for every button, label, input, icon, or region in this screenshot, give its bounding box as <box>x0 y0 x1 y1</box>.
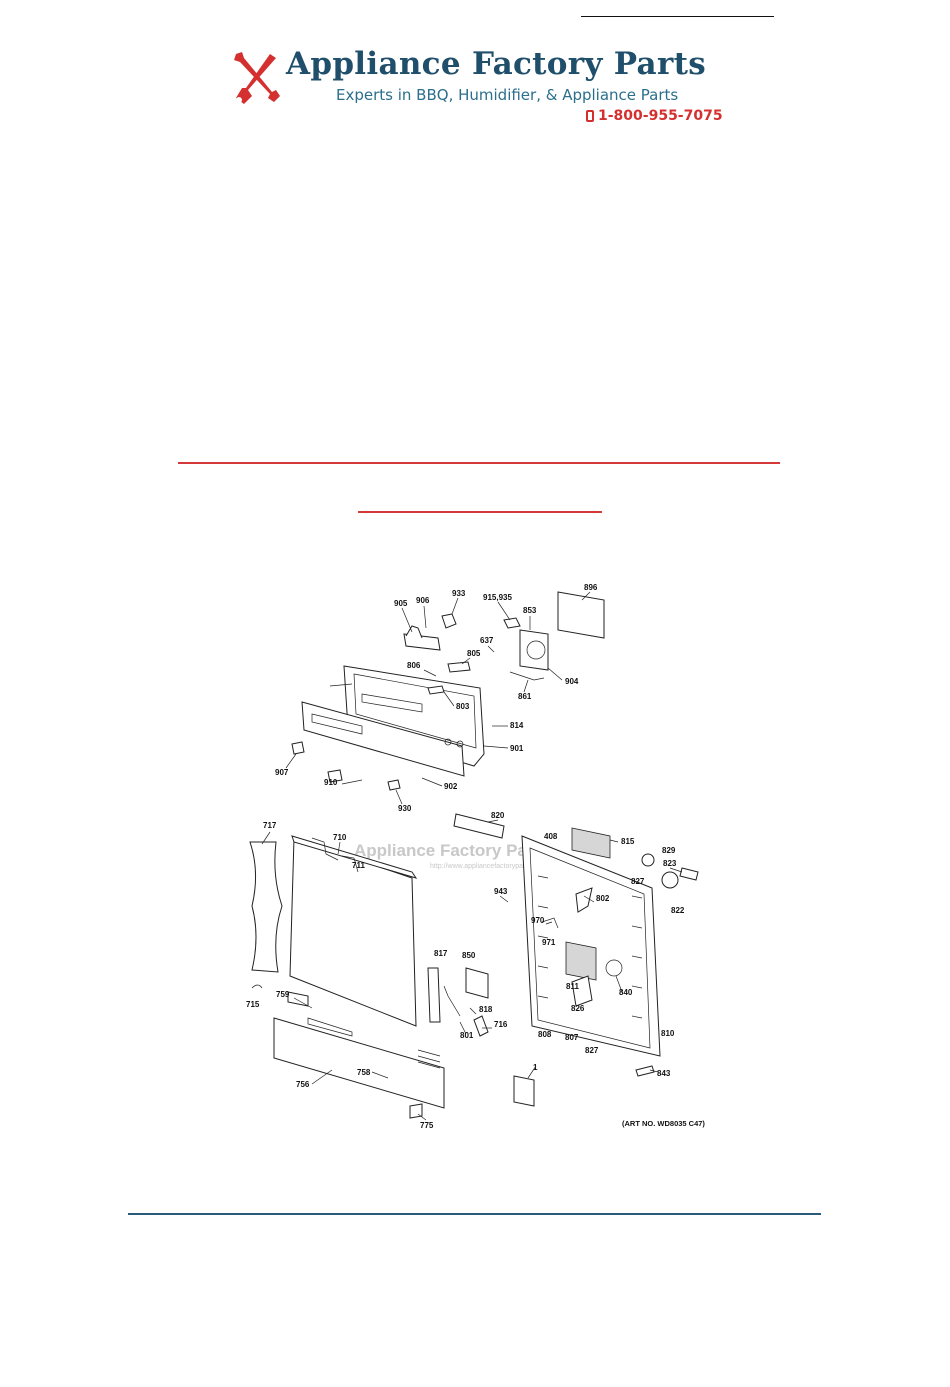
callout-756: 756 <box>296 1080 310 1089</box>
callout-814: 814 <box>510 721 524 730</box>
callout-896: 896 <box>584 583 598 592</box>
callout-808: 808 <box>538 1030 552 1039</box>
callout-853: 853 <box>523 606 537 615</box>
callout-971: 971 <box>542 938 556 947</box>
inner-door-liner <box>453 813 699 1107</box>
callout-803: 803 <box>456 702 470 711</box>
callout-826: 826 <box>571 1004 585 1013</box>
phone-contact[interactable]: 1-800-955-7075 <box>586 108 723 124</box>
callout-1: 1 <box>533 1063 538 1072</box>
art-number: (ART NO. WD8035 C47) <box>622 1119 705 1128</box>
callout-775: 775 <box>420 1121 434 1130</box>
wrench-screwdriver-icon <box>234 52 280 104</box>
callout-905: 905 <box>394 599 408 608</box>
callout-807: 807 <box>565 1033 579 1042</box>
callout-827: 827 <box>631 877 645 886</box>
callout-717: 717 <box>263 821 277 830</box>
exploded-parts-diagram: Appliance Factory Parts http://www.appli… <box>212 576 718 1132</box>
callout-829: 829 <box>662 846 676 855</box>
callout-904: 904 <box>565 677 579 686</box>
callout-802: 802 <box>596 894 610 903</box>
phone-number: 1-800-955-7075 <box>598 108 723 124</box>
callout-840: 840 <box>619 988 633 997</box>
brand-logo[interactable]: Appliance Factory Parts Experts in BBQ, … <box>226 44 736 128</box>
callout-970: 970 <box>531 916 545 925</box>
brand-tagline: Experts in BBQ, Humidifier, & Appliance … <box>336 86 679 104</box>
top-rule <box>581 16 774 17</box>
callout-910: 910 <box>324 778 338 787</box>
callout-907: 907 <box>275 768 289 777</box>
diagram-watermark: Appliance Factory Parts <box>354 841 549 860</box>
callout-850: 850 <box>462 951 476 960</box>
mobile-phone-icon <box>586 110 594 122</box>
control-panel-assembly <box>291 591 605 791</box>
callout-710: 710 <box>333 833 347 842</box>
callout-861: 861 <box>518 692 532 701</box>
callout-801: 801 <box>460 1031 474 1040</box>
callout-817: 817 <box>434 949 448 958</box>
callout-408: 408 <box>544 832 558 841</box>
callout-901: 901 <box>510 744 524 753</box>
callout-810: 810 <box>661 1029 675 1038</box>
callout-811: 811 <box>566 982 579 991</box>
callout-805: 805 <box>467 649 481 658</box>
callout-906: 906 <box>416 596 430 605</box>
callout-902: 902 <box>444 782 458 791</box>
callout-806: 806 <box>407 661 421 670</box>
callout-715: 715 <box>246 1000 260 1009</box>
callout-711: 711 <box>352 861 365 870</box>
callout-930: 930 <box>398 804 412 813</box>
section-divider-red <box>178 462 780 464</box>
callout-822: 822 <box>671 906 685 915</box>
callout-637: 637 <box>480 636 494 645</box>
callout-843: 843 <box>657 1069 671 1078</box>
callout-943: 943 <box>494 887 508 896</box>
parts-diagram-svg: Appliance Factory Parts http://www.appli… <box>246 583 705 1130</box>
callout-933: 933 <box>452 589 466 598</box>
footer-divider <box>128 1213 821 1215</box>
callout-820: 820 <box>491 811 505 820</box>
diagram-watermark-url: http://www.appliancefactoryparts.com <box>430 863 546 870</box>
callout-758: 758 <box>357 1068 371 1077</box>
callout-915-935: 915,935 <box>483 593 512 602</box>
callout-823: 823 <box>663 859 677 868</box>
door-outer-panel <box>249 835 489 1119</box>
brand-name: Appliance Factory Parts <box>286 46 706 82</box>
leader-lines <box>261 591 683 1121</box>
callout-818: 818 <box>479 1005 493 1014</box>
callout-labels: 905 906 933 915,935 853 896 637 805 806 … <box>246 583 705 1130</box>
callout-716: 716 <box>494 1020 508 1029</box>
callout-827-lower: 827 <box>585 1046 599 1055</box>
callout-759: 759 <box>276 990 290 999</box>
section-divider-red-short <box>358 511 602 513</box>
callout-815: 815 <box>621 837 635 846</box>
